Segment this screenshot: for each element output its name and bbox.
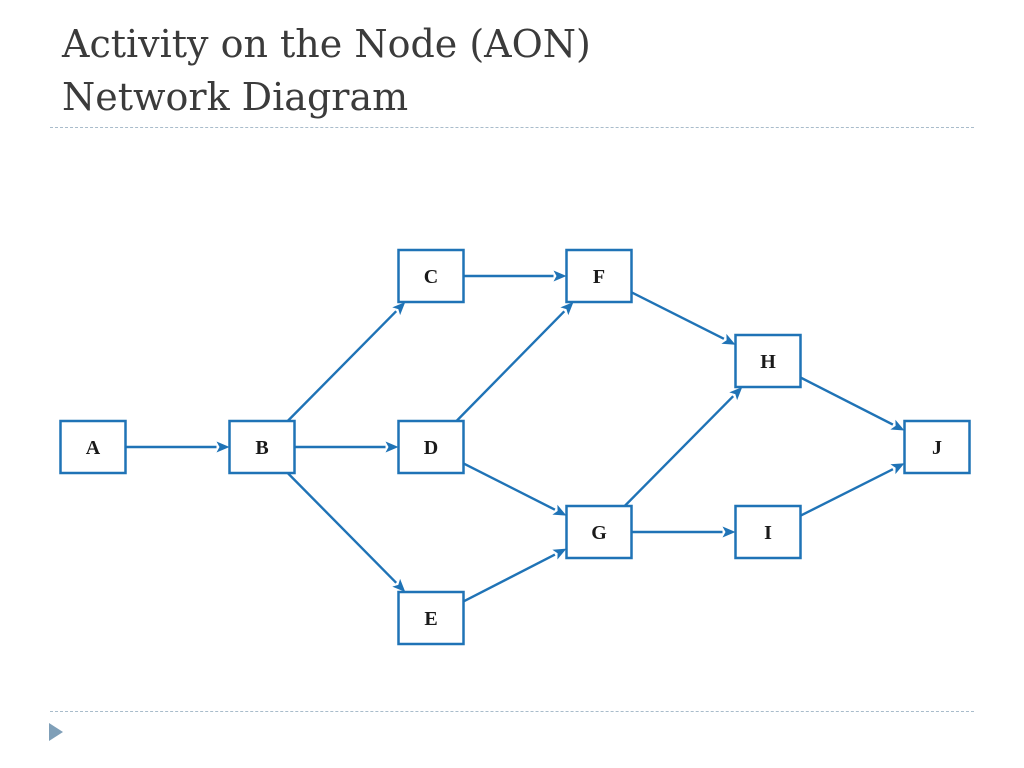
edges-layer [125, 270, 905, 603]
edge-e-g [462, 548, 567, 603]
arrow-head-icon [553, 270, 567, 282]
arrow-head-icon [722, 526, 736, 538]
arrow-head-icon [216, 441, 230, 453]
node-c: C [397, 248, 465, 304]
slide-title: Activity on the Node (AON) Network Diagr… [62, 18, 591, 124]
node-box [59, 419, 127, 475]
edge-line [286, 472, 398, 584]
edge-line [630, 291, 725, 340]
node-d: D [397, 419, 465, 475]
arrow-head-icon [385, 441, 399, 453]
node-box [903, 419, 971, 475]
arrow-head-icon [392, 302, 406, 316]
edge-line [462, 553, 556, 603]
edge-b-c [286, 302, 406, 422]
arrow-head-icon [392, 578, 406, 592]
edge-b-d [294, 441, 399, 453]
edge-c-f [463, 270, 567, 282]
node-box [565, 248, 633, 304]
edge-line [462, 462, 556, 511]
node-i: I [734, 504, 802, 560]
edge-line [623, 395, 735, 507]
node-label: D [424, 437, 438, 459]
nodes-layer: A B C D E F G H I J [59, 248, 971, 646]
node-j: J [903, 419, 971, 475]
arrow-head-icon [552, 504, 567, 516]
node-a: A [59, 419, 127, 475]
node-box [734, 333, 802, 389]
node-b: B [228, 419, 296, 475]
edge-i-j [799, 463, 905, 517]
edge-line [455, 310, 566, 422]
node-e: E [397, 590, 465, 646]
slide-title-line-1: Activity on the Node (AON) [62, 22, 591, 66]
footer-divider [50, 711, 974, 712]
edge-line [799, 468, 894, 517]
edge-line [286, 310, 398, 422]
arrow-head-icon [721, 333, 736, 345]
node-box [397, 419, 465, 475]
node-h: H [734, 333, 802, 389]
arrow-head-icon [729, 387, 743, 401]
edge-d-g [462, 462, 567, 516]
node-label: E [424, 608, 437, 630]
edge-d-f [455, 302, 574, 422]
node-label: B [255, 437, 268, 459]
node-label: A [86, 437, 101, 459]
node-label: H [760, 351, 776, 373]
slide-title-line-2: Network Diagram [62, 75, 409, 119]
title-divider [50, 127, 974, 128]
node-label: I [764, 522, 772, 544]
edge-a-b [125, 441, 230, 453]
node-g: G [565, 504, 633, 560]
arrow-head-icon [890, 463, 905, 475]
edge-b-e [286, 472, 406, 592]
node-box [397, 590, 465, 646]
node-box [397, 248, 465, 304]
edge-line [799, 376, 894, 426]
node-box [228, 419, 296, 475]
node-label: C [424, 266, 438, 288]
edge-g-h [623, 387, 743, 507]
edge-f-h [630, 291, 736, 345]
node-label: G [591, 522, 607, 544]
edge-h-j [799, 376, 905, 431]
edge-g-i [631, 526, 736, 538]
node-f: F [565, 248, 633, 304]
triangle-bullet-icon [49, 723, 63, 741]
node-box [565, 504, 633, 560]
node-label: F [593, 266, 605, 288]
node-box [734, 504, 802, 560]
arrow-head-icon [552, 548, 567, 560]
arrow-head-icon [560, 302, 574, 316]
arrow-head-icon [890, 419, 905, 431]
node-label: J [932, 437, 942, 459]
